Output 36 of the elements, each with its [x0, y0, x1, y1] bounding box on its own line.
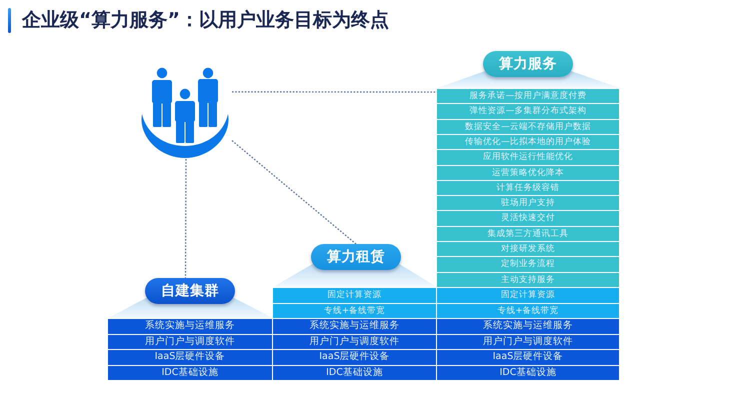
layer-row: 专线+备线带宽	[273, 304, 436, 318]
layer-row: 固定计算资源	[437, 288, 619, 302]
layer-row: 应用软件运行性能优化	[437, 150, 619, 165]
category-pill: 自建集群	[145, 278, 235, 304]
layer-row: IDC基础设施	[437, 366, 619, 380]
layer-row: 运营策略优化降本	[437, 166, 619, 180]
layer-row: IDC基础设施	[108, 366, 272, 380]
layer-row: 系统实施与运维服务	[437, 319, 619, 334]
dotted-line	[232, 91, 437, 93]
layer-row: 用户门户与调度软件	[437, 334, 619, 349]
layer-row: IaaS层硬件设备	[273, 350, 436, 364]
layer-row: 主动支持服务	[437, 272, 619, 287]
title: 企业级“算力服务”：以用户业务目标为终点	[22, 8, 389, 32]
layer-row: 固定计算资源	[273, 288, 436, 302]
layer-row: 数据安全—云端不存储用户数据	[437, 120, 619, 134]
layer-row: IaaS层硬件设备	[437, 350, 619, 364]
category-pill: 算力服务	[483, 51, 573, 77]
dotted-line	[232, 140, 356, 244]
layer-row: IDC基础设施	[273, 366, 436, 380]
layer-row: 集成第三方通讯工具	[437, 226, 619, 242]
layer-row: 服务承诺—按用户满意度付费	[437, 89, 619, 104]
layer-row: 系统实施与运维服务	[108, 319, 272, 334]
layer-row: 对接研发系统	[437, 242, 619, 256]
layer-row: 传输优化—比拟本地的用户体验	[437, 134, 619, 150]
layer-row: 定制业务流程	[437, 257, 619, 272]
layer-row: 驻场用户支持	[437, 196, 619, 210]
layer-row: 弹性资源—多集群分布式架构	[437, 104, 619, 119]
category-pill: 算力租赁	[311, 244, 401, 270]
layer-row: 用户门户与调度软件	[273, 334, 436, 349]
layer-row: IaaS层硬件设备	[108, 350, 272, 364]
layer-row: 用户门户与调度软件	[108, 334, 272, 349]
layer-row: 系统实施与运维服务	[273, 319, 436, 334]
layer-row: 灵活快速交付	[437, 211, 619, 226]
layer-row: 计算任务级容错	[437, 180, 619, 196]
layer-row: 专线+备线带宽	[437, 304, 619, 318]
dotted-line	[184, 159, 187, 278]
